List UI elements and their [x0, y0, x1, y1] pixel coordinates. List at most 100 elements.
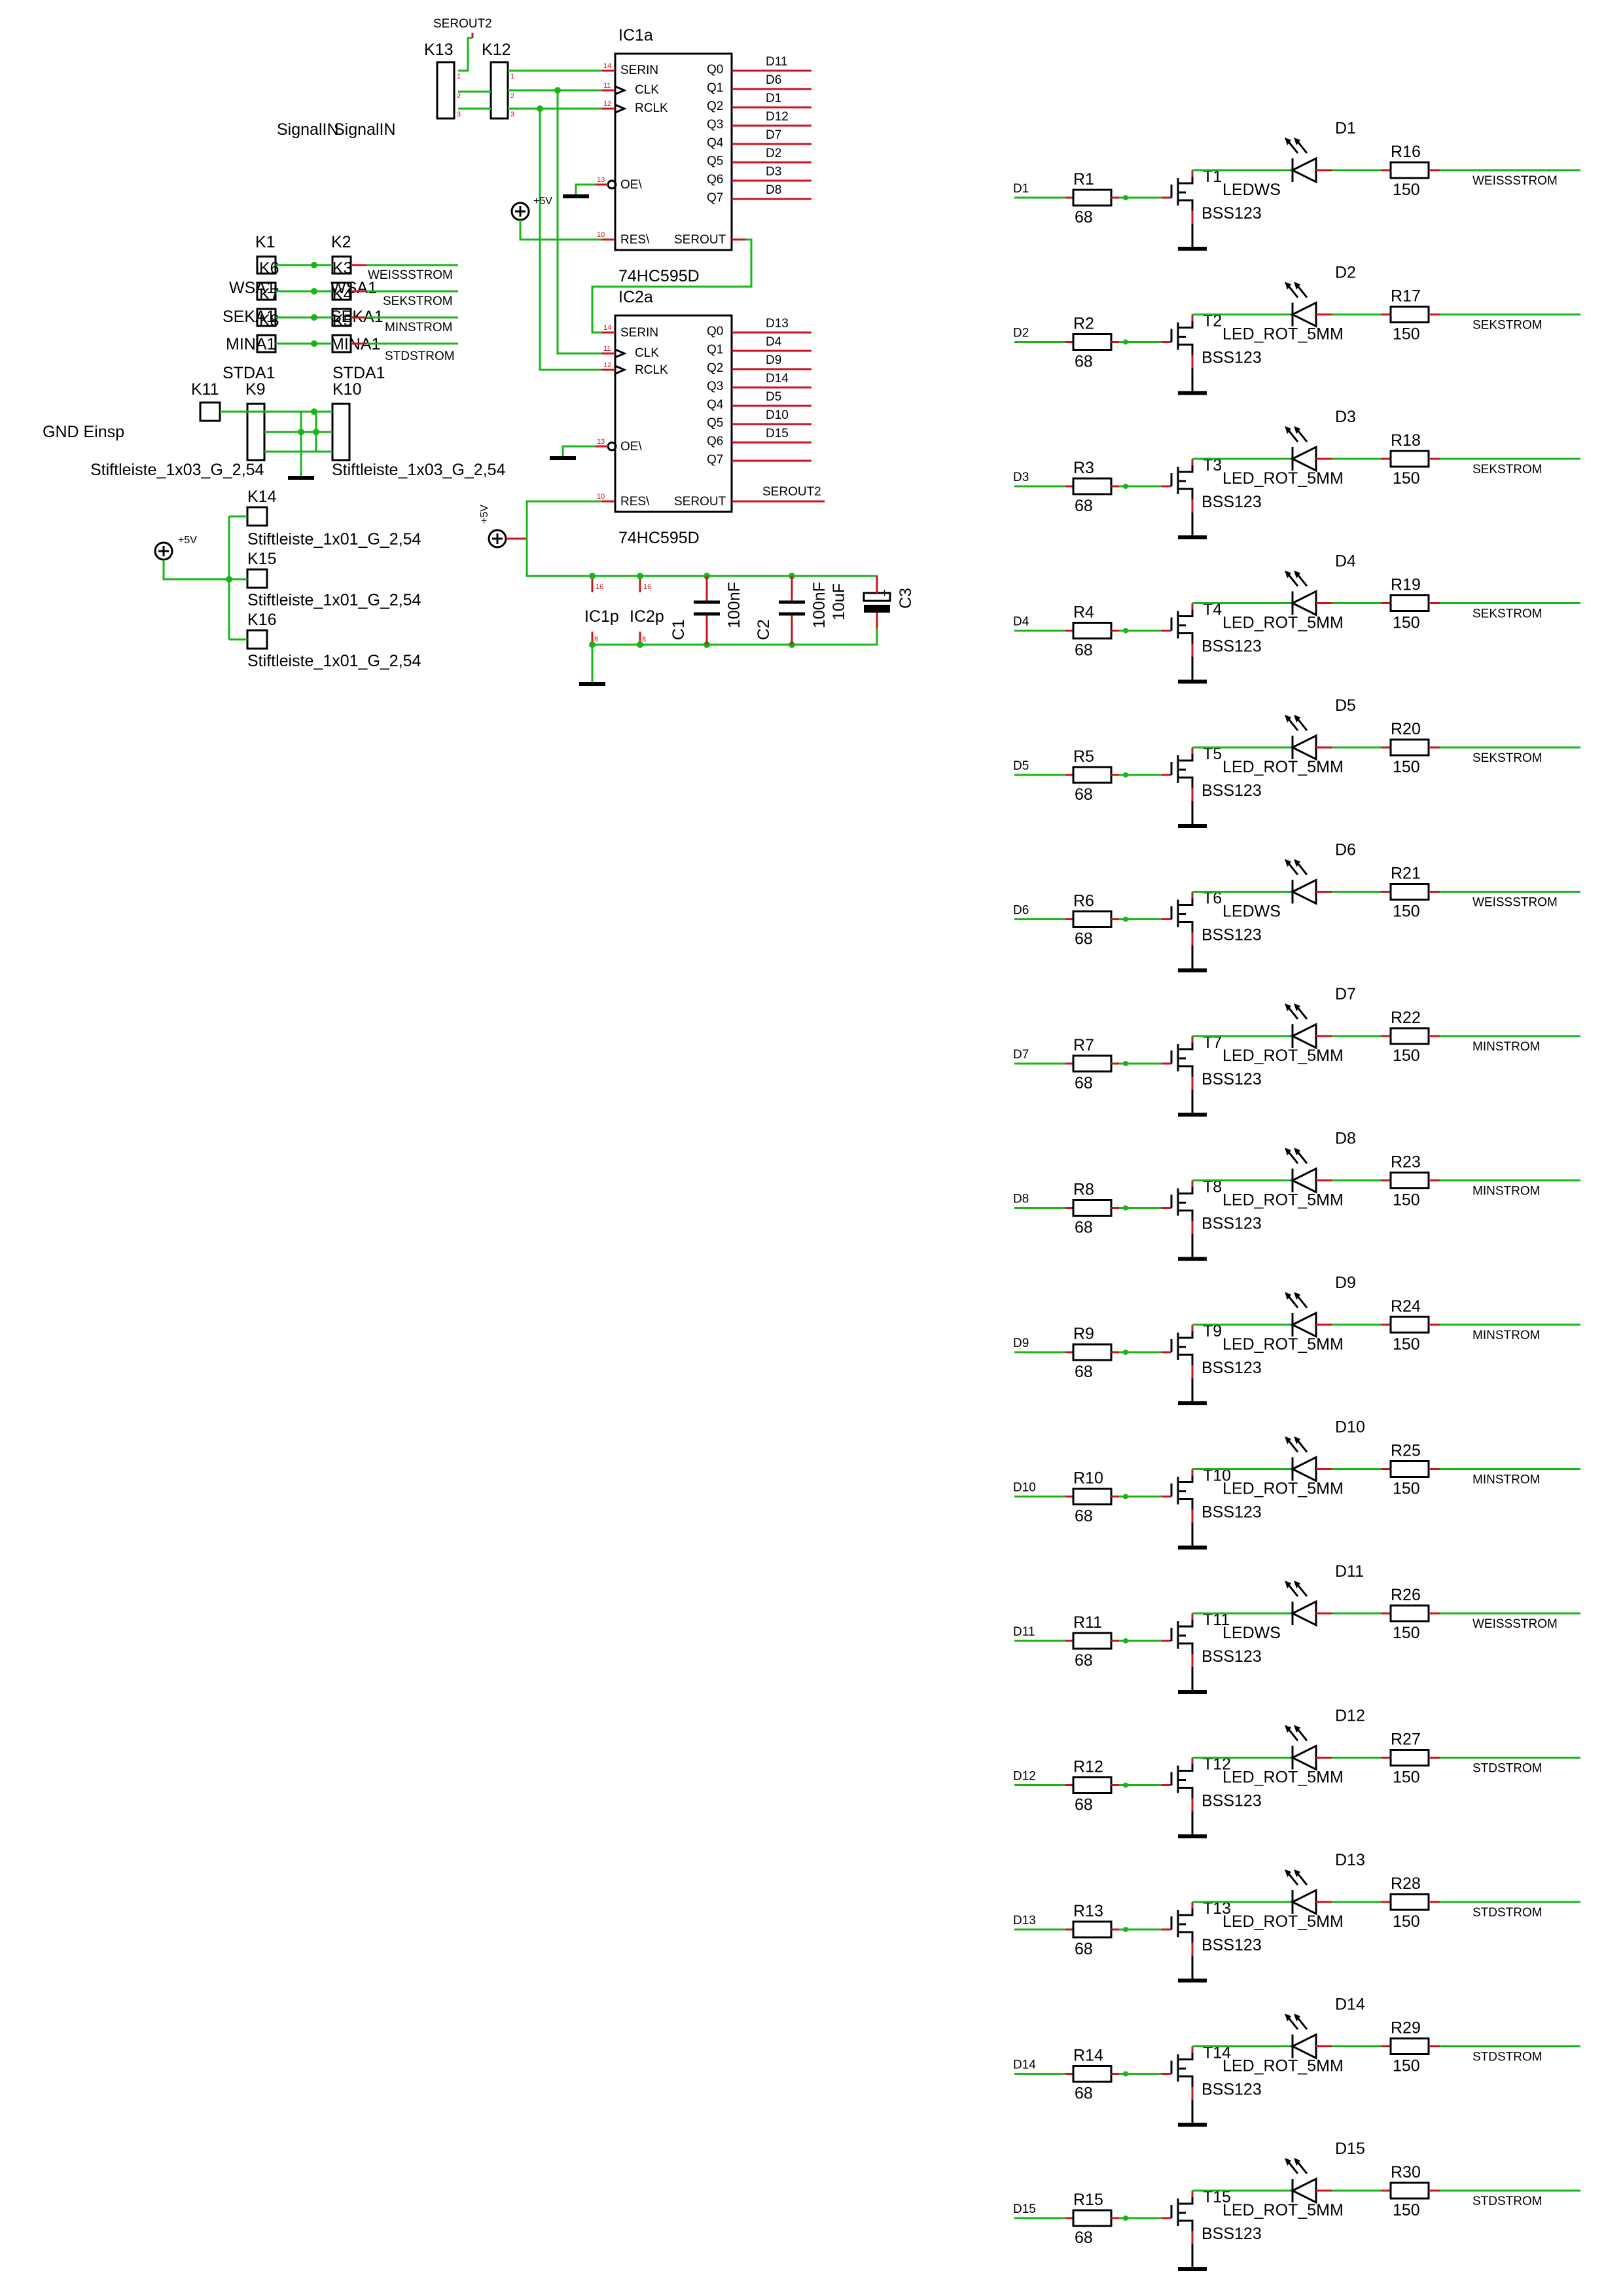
gate-resistor-value: 68 [1075, 930, 1093, 948]
led-resistor-name: R29 [1391, 2019, 1421, 2037]
supply-net-label: MINSTROM [1472, 1185, 1540, 1198]
k5-label: K5 [332, 312, 353, 330]
led-resistor-value: 150 [1393, 1191, 1420, 1210]
led-name: D3 [1335, 408, 1356, 426]
led-resistor [1389, 1893, 1430, 1911]
k12-label: K12 [482, 41, 510, 59]
led-name: D12 [1335, 1707, 1365, 1725]
seka1-label-a: SEKA1 [223, 308, 276, 326]
led-name: D4 [1335, 552, 1356, 571]
c2-name: C2 [755, 619, 773, 640]
c2-value: 100nF [810, 582, 829, 628]
k-net-sek: SEKSTROM [383, 295, 453, 308]
k-net-std: STDSTROM [385, 350, 455, 363]
channel-input-label: D2 [1013, 327, 1029, 340]
led-type-label: LEDWS [1222, 903, 1281, 921]
gate-resistor-name: R6 [1073, 892, 1094, 910]
led-resistor-value: 150 [1393, 1624, 1420, 1642]
svg-text:Q6: Q6 [707, 173, 723, 187]
k1-label: K1 [255, 233, 276, 251]
led-symbol [1290, 445, 1317, 473]
svg-text:8: 8 [642, 636, 646, 643]
led-resistor-name: R18 [1391, 431, 1421, 450]
stiftleiste3-label-a: Stiftleiste_1x03_G_2,54 [90, 461, 264, 479]
svg-text:1: 1 [457, 73, 461, 81]
ic2-out-4: D5 [766, 390, 781, 404]
k7-label: K7 [259, 285, 279, 304]
gate-resistor-name: R7 [1073, 1036, 1094, 1054]
k16-label: K16 [247, 611, 276, 629]
svg-text:10: 10 [597, 493, 605, 501]
transistor-value: BSS123 [1202, 204, 1262, 223]
transistor-value: BSS123 [1202, 1936, 1262, 1954]
k11-label: K11 [191, 380, 219, 399]
led-resistor [1389, 1604, 1430, 1623]
supply-net-label: STDSTROM [1472, 2051, 1543, 2064]
led-resistor [1389, 1316, 1430, 1334]
plus5v-label-2: +5V [479, 505, 490, 524]
ic2p-label: IC2p [630, 607, 664, 626]
ic1-out-2: D1 [766, 92, 781, 105]
led-resistor [1389, 306, 1430, 323]
svg-text:Q3: Q3 [707, 380, 723, 393]
ic2-rclk: RCLK [635, 363, 668, 377]
svg-text:Q4: Q4 [707, 398, 724, 412]
channel-input-label: D14 [1013, 2058, 1036, 2072]
led-type-label: LED_ROT_5MM [1222, 758, 1344, 776]
supply-net-label: STDSTROM [1472, 1762, 1543, 1776]
led-symbol [1290, 1022, 1317, 1050]
led-symbol [1290, 1600, 1317, 1627]
k4-label: K4 [332, 285, 353, 304]
gate-resistor-name: R12 [1073, 1758, 1103, 1776]
svg-text:Q5: Q5 [707, 154, 723, 168]
ic1-out-3: D12 [766, 110, 789, 124]
svg-text:Q6: Q6 [707, 435, 723, 448]
channel-input-label: D10 [1013, 1481, 1036, 1495]
led-name: D9 [1335, 1274, 1356, 1292]
k3-label: K3 [332, 259, 353, 278]
led-resistor [1389, 594, 1430, 612]
channel-input-label: D3 [1013, 471, 1029, 484]
led-resistor-value: 150 [1393, 469, 1420, 488]
stda1-label-b: STDA1 [332, 364, 385, 382]
led-resistor-value: 150 [1393, 758, 1420, 776]
gate-resistor [1072, 1199, 1113, 1217]
led-resistor-name: R22 [1391, 1009, 1421, 1027]
gate-resistor-name: R10 [1073, 1469, 1103, 1488]
signalin-label-a: SignalIN [277, 120, 339, 139]
ic2-serout2-net: SEROUT2 [762, 485, 821, 499]
supply-net-label: WEISSSTROM [1472, 1617, 1558, 1631]
ic1-rclk: RCLK [635, 101, 668, 115]
channel-input-label: D12 [1013, 1770, 1036, 1784]
transistor-value: BSS123 [1202, 2081, 1262, 2099]
gate-resistor-value: 68 [1075, 208, 1093, 226]
transistor-value: BSS123 [1202, 1792, 1262, 1810]
ic2-out-6: D15 [766, 427, 789, 440]
led-name: D10 [1335, 1418, 1365, 1437]
supply-net-label: MINSTROM [1472, 1040, 1540, 1054]
gate-resistor [1072, 1488, 1113, 1505]
k12-connector [490, 61, 509, 120]
plus5v-label-3: +5V [178, 535, 197, 546]
led-type-label: LED_ROT_5MM [1222, 1047, 1344, 1065]
svg-text:14: 14 [603, 62, 611, 70]
led-resistor-name: R30 [1391, 2163, 1421, 2181]
svg-text:2: 2 [510, 92, 514, 100]
gate-resistor-name: R8 [1073, 1181, 1094, 1199]
mina1-label-a: MINA1 [226, 335, 276, 353]
k14-label: K14 [247, 488, 277, 506]
ic2-oe: OE\ [620, 440, 642, 454]
ic2-out-5: D10 [766, 408, 789, 422]
stiftleiste3-label-b: Stiftleiste_1x03_G_2,54 [332, 461, 506, 479]
ic1-res: RES\ [620, 233, 650, 247]
led-type-label: LED_ROT_5MM [1222, 1912, 1344, 1931]
led-resistor-value: 150 [1393, 2201, 1420, 2219]
stiftleiste1-label-b: Stiftleiste_1x01_G_2,54 [247, 591, 421, 609]
